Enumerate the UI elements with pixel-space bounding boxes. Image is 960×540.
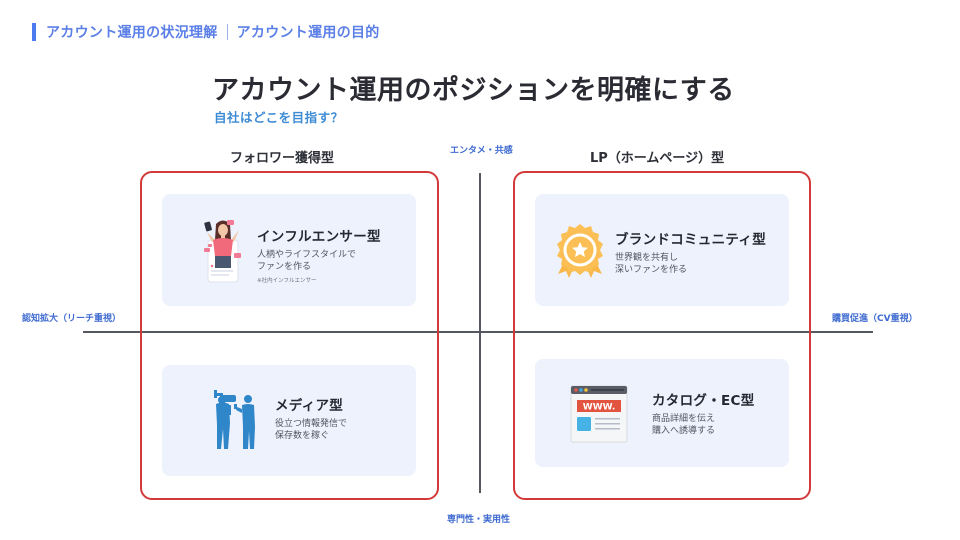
axis-label-bottom: 専門性・実用性: [447, 515, 511, 525]
award-badge-icon: [552, 222, 608, 280]
quadrant-card-catalog-ec: WWW. カタログ・EC型 商品詳細を伝え 購入へ誘導する: [535, 359, 789, 467]
quadrant-card-media: メディア型 役立つ情報発信で 保存数を稼ぐ: [162, 365, 416, 476]
breadcrumb-separator: [226, 24, 228, 40]
card-note: ※社内インフルエンサー: [257, 278, 317, 284]
card-title: カタログ・EC型: [652, 393, 755, 409]
axis-label-top: エンタメ・共感: [450, 146, 513, 156]
page-subtitle: 自社はどこを目指す？: [214, 110, 344, 125]
camera-crew-interview-icon: [212, 387, 258, 453]
card-title: メディア型: [275, 398, 344, 414]
card-description: 世界観を共有し 深いファンを作る: [615, 253, 688, 275]
quadrant-card-influencer: インフルエンサー型 人柄やライフスタイルで ファンを作る ※社内インフルエンサー: [162, 194, 416, 306]
follower-group-frame: [140, 171, 439, 500]
card-description: 人柄やライフスタイルで ファンを作る: [257, 250, 357, 272]
card-title: ブランドコミュニティ型: [615, 232, 766, 248]
breadcrumb: アカウント運用の状況理解 アカウント運用の目的: [32, 22, 380, 42]
axis-label-right: 購買促進（CV重視）: [832, 314, 918, 324]
lp-group-frame: [513, 171, 811, 500]
breadcrumb-item-purpose[interactable]: アカウント運用の目的: [236, 25, 380, 41]
page-title: アカウント運用のポジションを明確にする: [212, 75, 735, 106]
column-heading-lp: LP（ホームページ）型: [590, 151, 725, 166]
column-heading-follower: フォロワー獲得型: [230, 151, 335, 166]
www-text: WWW.: [583, 403, 615, 413]
influencer-illustration-icon: [202, 218, 244, 284]
card-title: インフルエンサー型: [257, 229, 381, 245]
axis-label-left: 認知拡大（リーチ重視）: [22, 314, 122, 324]
horizontal-axis: [83, 331, 873, 333]
breadcrumb-accent-bar: [32, 23, 36, 41]
card-description: 商品詳細を伝え 購入へ誘導する: [652, 414, 716, 436]
website-browser-icon: WWW.: [570, 385, 628, 443]
card-description: 役立つ情報発信で 保存数を稼ぐ: [275, 419, 348, 441]
vertical-axis: [479, 173, 481, 493]
quadrant-card-brand-community: ブランドコミュニティ型 世界観を共有し 深いファンを作る: [535, 194, 789, 306]
breadcrumb-item-situation[interactable]: アカウント運用の状況理解: [46, 25, 218, 41]
